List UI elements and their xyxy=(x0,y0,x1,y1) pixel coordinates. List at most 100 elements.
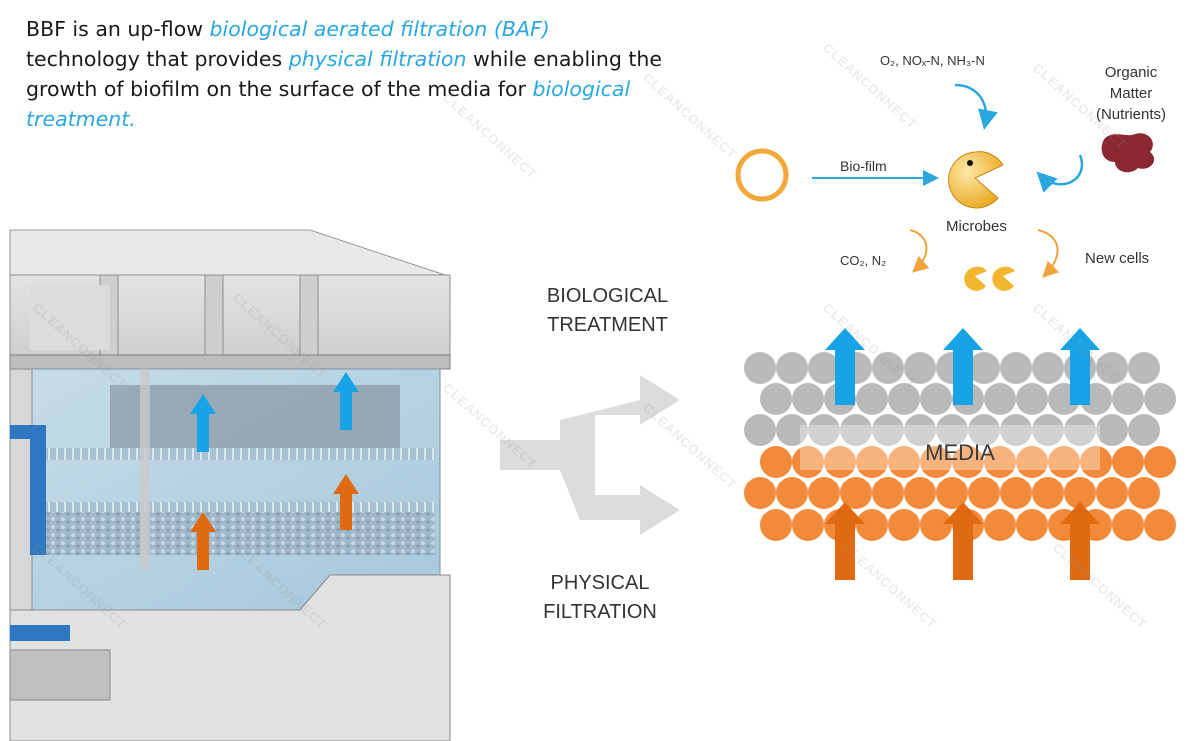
media-bed xyxy=(744,352,1176,541)
media-ball-grey xyxy=(1112,383,1144,415)
media-ball-grey xyxy=(840,414,872,446)
media-ball-orange xyxy=(872,477,904,509)
tank-front-wall-left xyxy=(9,368,33,611)
tank-column-3 xyxy=(299,274,319,356)
media-ball-orange xyxy=(1000,477,1032,509)
media-ball-orange xyxy=(776,477,808,509)
tank-inner-wall xyxy=(140,369,150,569)
media-ball-orange xyxy=(792,446,824,478)
media-ball-orange xyxy=(760,446,792,478)
upper-grate xyxy=(40,448,435,460)
media-ball-grey xyxy=(1000,352,1032,384)
organic-matter-label: Organic Matter (Nutrients) xyxy=(1095,64,1166,123)
intro-paragraph: BBF is an up-flow biological aerated fil… xyxy=(26,14,666,134)
organic-matter-blob xyxy=(1101,133,1155,173)
media-ball-grey xyxy=(1032,414,1064,446)
media-ball-orange xyxy=(920,446,952,478)
orange-arrow-lower-left xyxy=(197,530,209,570)
blue-arrow-upper-right-head xyxy=(333,372,359,392)
media-ball-grey xyxy=(1128,352,1160,384)
nutrients-arrow xyxy=(1036,154,1084,193)
media-ball-orange xyxy=(888,446,920,478)
media-ball-grey xyxy=(744,414,776,446)
intro-physical-term: physical filtration xyxy=(288,47,467,71)
media-ball-orange xyxy=(856,509,888,541)
orange-up-arrow-3 xyxy=(1060,502,1100,580)
media-ball-grey xyxy=(872,414,904,446)
media-ball-grey xyxy=(968,352,1000,384)
microbe-eye xyxy=(967,160,973,166)
media-ball-orange xyxy=(904,477,936,509)
media-ball-orange xyxy=(1016,509,1048,541)
media-ball-grey xyxy=(904,352,936,384)
filter-tank-illustration xyxy=(9,229,451,741)
media-ball-orange xyxy=(888,509,920,541)
orange-up-arrow-1 xyxy=(825,502,865,580)
tank-roof-slab xyxy=(9,229,446,276)
orange-arrow-lower-left-head xyxy=(190,512,216,532)
media-ball-grey xyxy=(1128,414,1160,446)
media-ball-orange xyxy=(760,509,792,541)
biological-treatment-label: BIOLOGICAL TREATMENT xyxy=(546,285,669,336)
media-ball-grey xyxy=(1000,414,1032,446)
media-ball-orange xyxy=(936,477,968,509)
lower-grate xyxy=(40,502,435,512)
media-ball-grey xyxy=(984,383,1016,415)
split-arrow-shape xyxy=(500,375,680,535)
media-ball-orange xyxy=(792,509,824,541)
media-ball-orange xyxy=(1016,446,1048,478)
media-ball-orange xyxy=(840,477,872,509)
gravel-layer xyxy=(40,510,435,555)
media-ball-orange xyxy=(1144,446,1176,478)
media-bed-block xyxy=(110,385,400,455)
blue-arrow-upper-left-head xyxy=(190,394,216,414)
blue-up-arrow-1 xyxy=(825,328,865,405)
new-cells-arrow xyxy=(1037,229,1060,278)
media-ball-grey xyxy=(1096,352,1128,384)
intro-text-1: BBF is an up-flow xyxy=(26,17,210,41)
media-ball-grey xyxy=(968,414,1000,446)
blue-arrow-upper-right xyxy=(340,390,352,430)
media-ball-grey xyxy=(856,383,888,415)
media-ball-grey xyxy=(1016,383,1048,415)
new-cells-label: New cells xyxy=(1085,250,1150,267)
media-ball-orange xyxy=(1048,446,1080,478)
biofilm-label: Bio-film xyxy=(840,158,887,174)
intro-text-2: technology that provides xyxy=(26,47,289,71)
intro-text-3: while enabling the growth of biofilm on … xyxy=(26,47,663,101)
new-cell-1 xyxy=(964,266,987,291)
media-ball-grey xyxy=(808,414,840,446)
media-ball-orange xyxy=(1112,446,1144,478)
media-ball-grey xyxy=(904,414,936,446)
biofilm-particle xyxy=(735,148,789,202)
gases-in-arrow xyxy=(954,83,998,130)
media-ball-orange xyxy=(984,446,1016,478)
process-split-arrow xyxy=(500,375,680,535)
media-ball-grey xyxy=(888,383,920,415)
tank-base-slab xyxy=(9,574,451,741)
physical-filtration-label: PHYSICAL FILTRATION xyxy=(543,572,657,623)
media-ball-orange xyxy=(1064,477,1096,509)
inlet-pipe-horizontal xyxy=(10,425,46,439)
media-label: MEDIA xyxy=(925,440,995,465)
media-ball-orange xyxy=(1144,509,1176,541)
media-ball-grey xyxy=(760,383,792,415)
media-ball-orange xyxy=(1096,477,1128,509)
media-ball-orange xyxy=(952,446,984,478)
media-ball-grey xyxy=(936,414,968,446)
microbe-pacman xyxy=(948,151,1004,209)
media-ball-grey xyxy=(872,352,904,384)
media-ball-grey xyxy=(1064,414,1096,446)
media-ball-orange xyxy=(1112,509,1144,541)
new-cell-2 xyxy=(992,266,1015,291)
media-ball-orange xyxy=(984,509,1016,541)
blue-arrow-upper-left xyxy=(197,412,209,452)
gases-in-label: O₂, NOₓ-N, NH₃-N xyxy=(880,53,985,68)
media-biofilm-diagram xyxy=(735,83,1176,580)
under-channel xyxy=(9,649,111,701)
tank-mid-slab xyxy=(9,354,451,370)
microbes-label: Microbes xyxy=(946,218,1007,235)
media-ball-orange xyxy=(1128,477,1160,509)
media-ball-orange xyxy=(808,477,840,509)
media-ball-orange xyxy=(744,477,776,509)
